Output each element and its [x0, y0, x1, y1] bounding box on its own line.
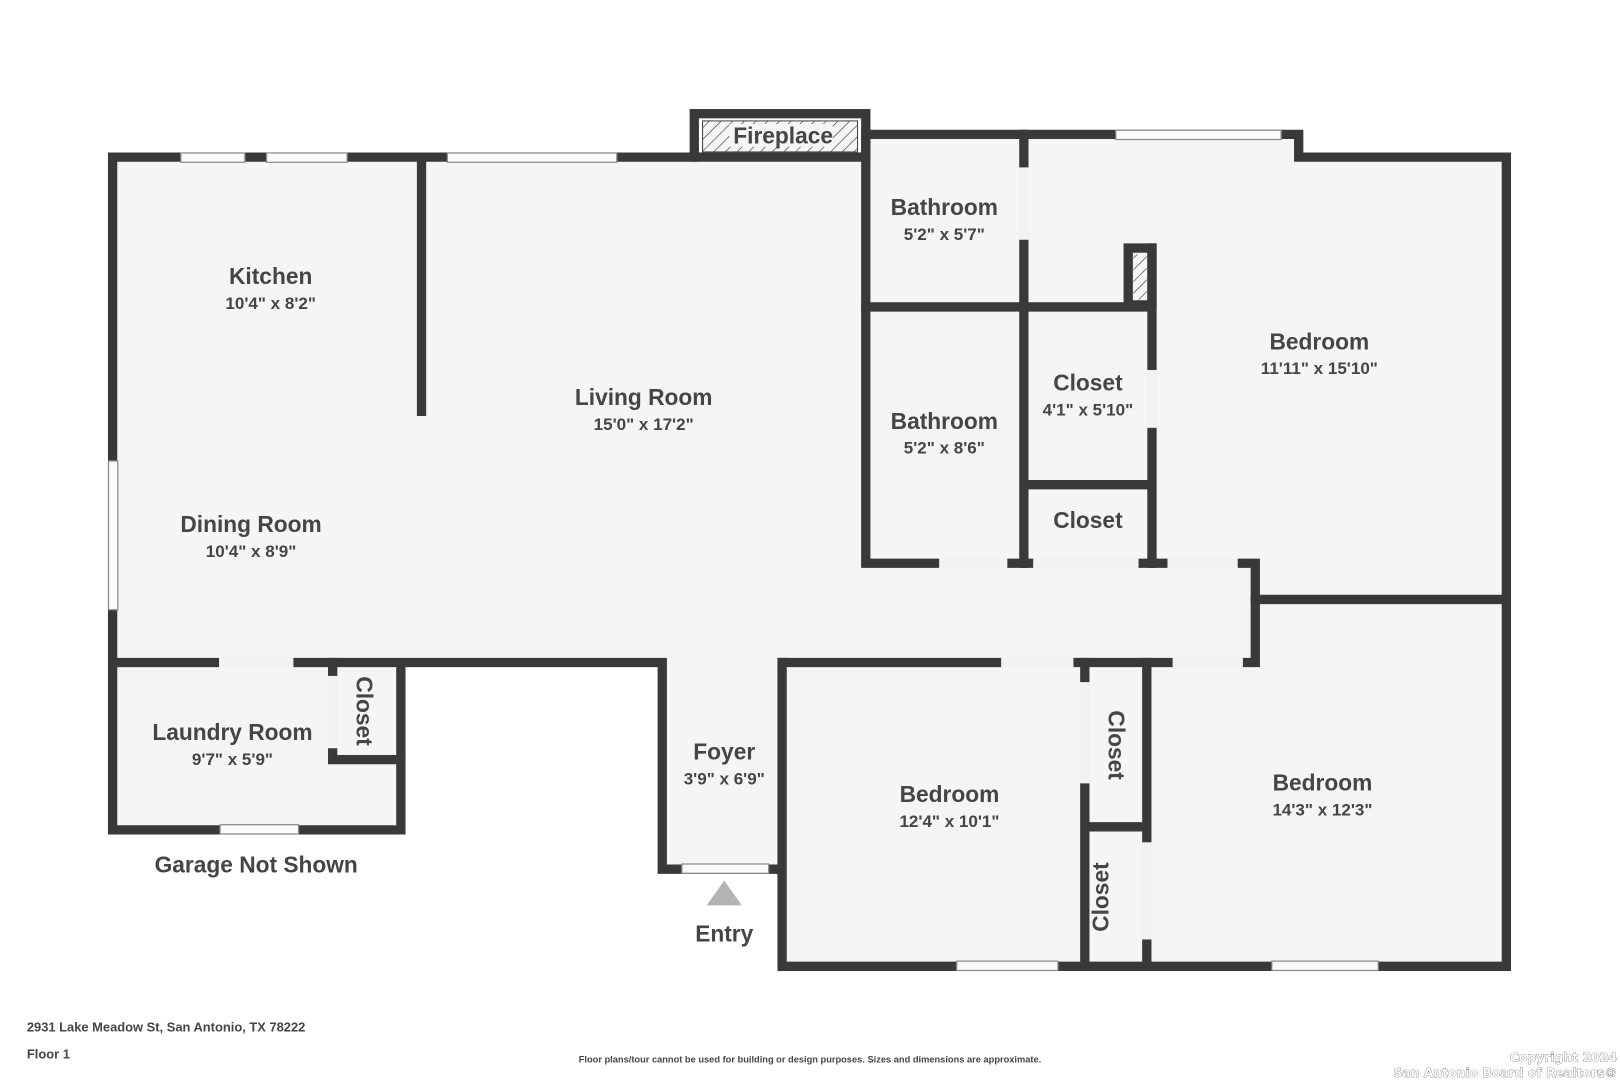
room-name-living-room: Living Room: [575, 384, 713, 410]
entry-arrow-icon: [706, 880, 742, 906]
room-dims-bathroom: 5'2" x 5'7": [904, 225, 985, 244]
room-dims-bedroom: 12'4" x 10'1": [899, 812, 999, 831]
room-name-closet: Closet: [1053, 507, 1123, 533]
garage-note: Garage Not Shown: [155, 851, 358, 877]
room-dims-laundry-room: 9'7" x 5'9": [192, 750, 273, 769]
floor-area: [112, 134, 1507, 967]
room-name-kitchen: Kitchen: [229, 263, 312, 289]
room-dims-bedroom: 11'11" x 15'10": [1261, 359, 1378, 378]
room-name-closet: Closet: [1104, 710, 1130, 780]
room-name-closet: Closet: [1088, 862, 1114, 932]
room-name-dining-room: Dining Room: [180, 511, 321, 537]
room-dims-bathroom: 5'2" x 8'6": [904, 439, 985, 458]
room-name-closet: Closet: [1053, 370, 1123, 396]
windows: [107, 129, 1379, 972]
room-dims-dining-room: 10'4" x 8'9": [206, 542, 297, 561]
room-name-bathroom: Bathroom: [891, 408, 998, 434]
room-dims-kitchen: 10'4" x 8'2": [225, 294, 316, 313]
room-dims-foyer: 3'9" x 6'9": [684, 769, 765, 788]
floor-label: Floor 1: [27, 1046, 70, 1061]
room-name-bedroom: Bedroom: [1273, 770, 1373, 796]
doorways: [219, 167, 1243, 940]
room-dims-closet: 4'1" x 5'10": [1043, 400, 1134, 419]
room-name-laundry-closet: Closet: [351, 676, 377, 746]
chase-hatch: [1133, 254, 1147, 300]
room-dims-bedroom: 14'3" x 12'3": [1272, 800, 1372, 819]
fireplace: Fireplace: [689, 109, 871, 162]
room-dims-living-room: 15'0" x 17'2": [594, 415, 694, 434]
room-name-bedroom: Bedroom: [1269, 328, 1369, 354]
room-name-bedroom: Bedroom: [900, 781, 1000, 807]
room-name-foyer: Foyer: [693, 739, 755, 765]
room-name-laundry-room: Laundry Room: [152, 719, 312, 745]
copyright-line-1: Copyright 2024: [1510, 1049, 1618, 1064]
room-name-bathroom: Bathroom: [891, 194, 998, 220]
room-name-fireplace: Fireplace: [733, 123, 833, 149]
address: 2931 Lake Meadow St, San Antonio, TX 782…: [27, 1019, 305, 1034]
entry-label: Entry: [695, 921, 753, 947]
copyright-line-2: San Antonio Board of Realtors®: [1393, 1065, 1617, 1080]
disclaimer: Floor plans/tour cannot be used for buil…: [579, 1054, 1042, 1064]
